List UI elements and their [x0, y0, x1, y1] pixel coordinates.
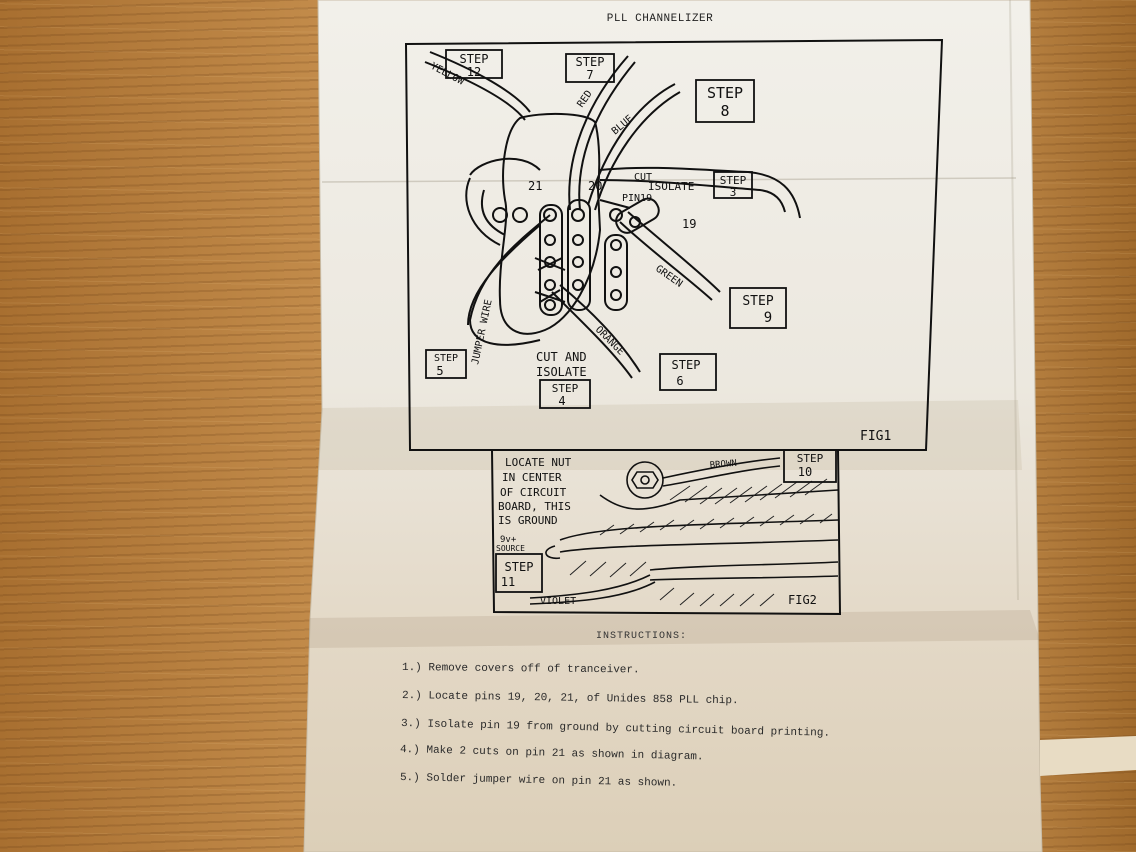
- step12-word: STEP: [460, 52, 489, 66]
- fig2-source-line-1: 9v+: [500, 535, 517, 545]
- fig2-board: [529, 457, 839, 605]
- fig2-label: FIG2: [788, 593, 817, 607]
- fig2-note-line-3: OF CIRCUIT: [500, 486, 567, 499]
- fig2-note-line-1: LOCATE NUT: [505, 456, 572, 469]
- note-isolate: ISOLATE: [648, 180, 694, 193]
- step10-num: 10: [798, 465, 812, 479]
- step11-num: 11: [501, 575, 515, 589]
- step11-word: STEP: [505, 560, 534, 574]
- step3-word: STEP: [720, 174, 747, 187]
- pin-21-label: 21: [528, 179, 542, 193]
- instruction-1: 1.) Remove covers off of tranceiver.: [401, 662, 640, 677]
- fig2-note-line-5: IS GROUND: [498, 514, 558, 527]
- step8-word: STEP: [707, 84, 743, 102]
- step9-word: STEP: [742, 294, 773, 309]
- document-title: PLL CHANNELIZER: [606, 13, 714, 25]
- pin-20-label: 20: [588, 179, 602, 193]
- step5-word: STEP: [434, 353, 458, 364]
- fig2-note-line-4: BOARD, THIS: [498, 500, 571, 513]
- note-pin19: PIN19: [622, 193, 652, 204]
- fig2-note-line-2: IN CENTER: [502, 471, 562, 484]
- step6-word: STEP: [672, 358, 701, 372]
- fig1-label: FIG1: [860, 429, 891, 444]
- wire-label-brown: BROWN: [709, 459, 737, 471]
- fig2-frame: [490, 449, 842, 616]
- wires: [424, 51, 801, 379]
- instructions-heading: INSTRUCTIONS:: [596, 631, 688, 642]
- step10-word: STEP: [797, 452, 824, 465]
- step7-num: 7: [586, 68, 593, 82]
- note-isolate-2: ISOLATE: [536, 365, 587, 379]
- step4-num: 4: [558, 394, 565, 408]
- step12-num: 12: [467, 65, 481, 79]
- step8-num: 8: [720, 102, 729, 120]
- note-cut: CUT: [634, 172, 652, 183]
- step9-num: 9: [764, 310, 772, 326]
- step5-num: 5: [436, 364, 443, 378]
- note-cut-and: CUT AND: [536, 350, 587, 364]
- step4-word: STEP: [552, 382, 579, 395]
- step3-num: 3: [730, 186, 737, 199]
- step6-num: 6: [676, 374, 683, 388]
- fig1-frame: [404, 38, 944, 451]
- pin-19-label: 19: [682, 217, 696, 231]
- step7-word: STEP: [576, 55, 605, 69]
- wire-label-violet: VIOLET: [540, 596, 576, 607]
- fig2-source-line-2: SOURCE: [496, 544, 525, 553]
